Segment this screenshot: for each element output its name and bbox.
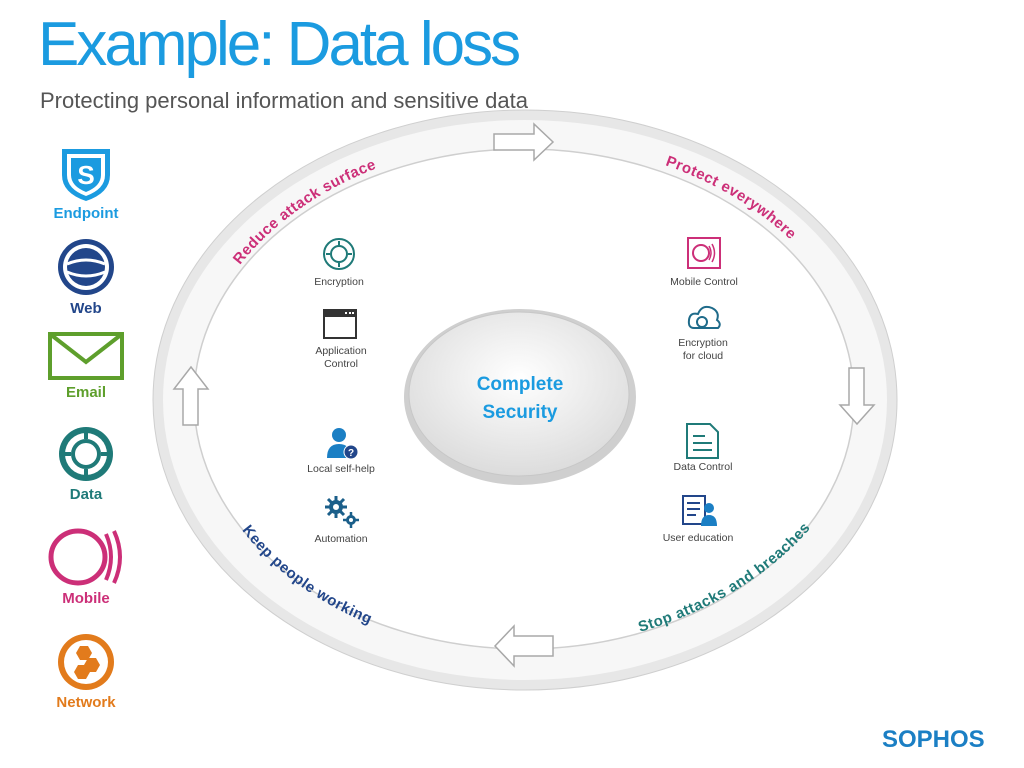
sidebar-label: Network — [56, 694, 116, 711]
feature-application-control: Application Control — [315, 309, 367, 370]
feature-label: for cloud — [683, 350, 723, 362]
sidebar-item-endpoint: S Endpoint — [36, 145, 136, 222]
feature-label: Automation — [314, 533, 367, 545]
feature-automation: Automation — [314, 496, 368, 545]
feature-label: Encryption — [314, 276, 364, 288]
arrow-right-down-icon — [838, 367, 876, 426]
dial-icon — [323, 238, 355, 270]
arrow-bottom-left-icon — [493, 624, 554, 668]
feature-encryption-for-cloud: Encryption for cloud — [678, 305, 728, 362]
sidebar-item-web: Web — [36, 236, 136, 317]
sidebar-label: Mobile — [62, 590, 110, 607]
document-icon — [686, 423, 719, 459]
dial-icon — [59, 427, 113, 481]
globe-icon — [58, 239, 114, 295]
feature-local-self-help: ? Local self-help — [307, 428, 375, 475]
ring-arrows — [172, 122, 876, 668]
user-document-icon — [682, 495, 717, 526]
arrow-left-up-icon — [172, 365, 210, 426]
feature-label: User education — [663, 532, 734, 544]
feature-label: Control — [324, 358, 358, 370]
center-complete-security: Complete Security — [404, 309, 636, 485]
feature-data-control: Data Control — [674, 423, 733, 473]
feature-mobile-control: Mobile Control — [670, 237, 738, 288]
envelope-icon — [48, 332, 124, 380]
sophos-logo: SOPHOS — [882, 726, 985, 753]
center-line-2: Security — [483, 402, 558, 423]
mobile-waves-icon — [687, 237, 721, 269]
svg-text:S: S — [77, 160, 94, 190]
sidebar-item-mobile: Mobile — [36, 526, 136, 607]
feature-label: Application — [315, 345, 367, 357]
svg-text:?: ? — [348, 448, 354, 459]
sidebar-label: Endpoint — [53, 205, 119, 222]
page-title: Example: Data loss — [38, 10, 521, 79]
feature-label: Encryption — [678, 337, 728, 349]
feature-label: Local self-help — [307, 463, 375, 475]
feature-label: Mobile Control — [670, 276, 738, 288]
center-line-1: Complete — [477, 374, 564, 395]
feature-label: Data Control — [674, 461, 733, 473]
sidebar-item-network: Network — [36, 632, 136, 711]
user-help-icon: ? — [327, 428, 359, 460]
feature-user-education: User education — [663, 495, 734, 544]
sidebar-label: Data — [69, 486, 103, 503]
page-subtitle: Protecting personal information and sens… — [40, 88, 528, 113]
window-icon — [323, 309, 357, 339]
mobile-waves-icon — [48, 528, 122, 586]
arrow-top-right-icon — [493, 122, 555, 162]
sidebar-label: Email — [65, 384, 107, 401]
sidebar-item-data: Data — [36, 424, 136, 503]
sidebar-item-email: Email — [36, 330, 136, 401]
hexagon-network-icon — [58, 634, 114, 690]
cloud-lock-icon — [687, 305, 721, 329]
gears-icon — [325, 496, 359, 528]
sidebar-label: Web — [70, 300, 102, 317]
shield-s-icon: S — [62, 149, 110, 201]
feature-encryption: Encryption — [314, 238, 364, 288]
